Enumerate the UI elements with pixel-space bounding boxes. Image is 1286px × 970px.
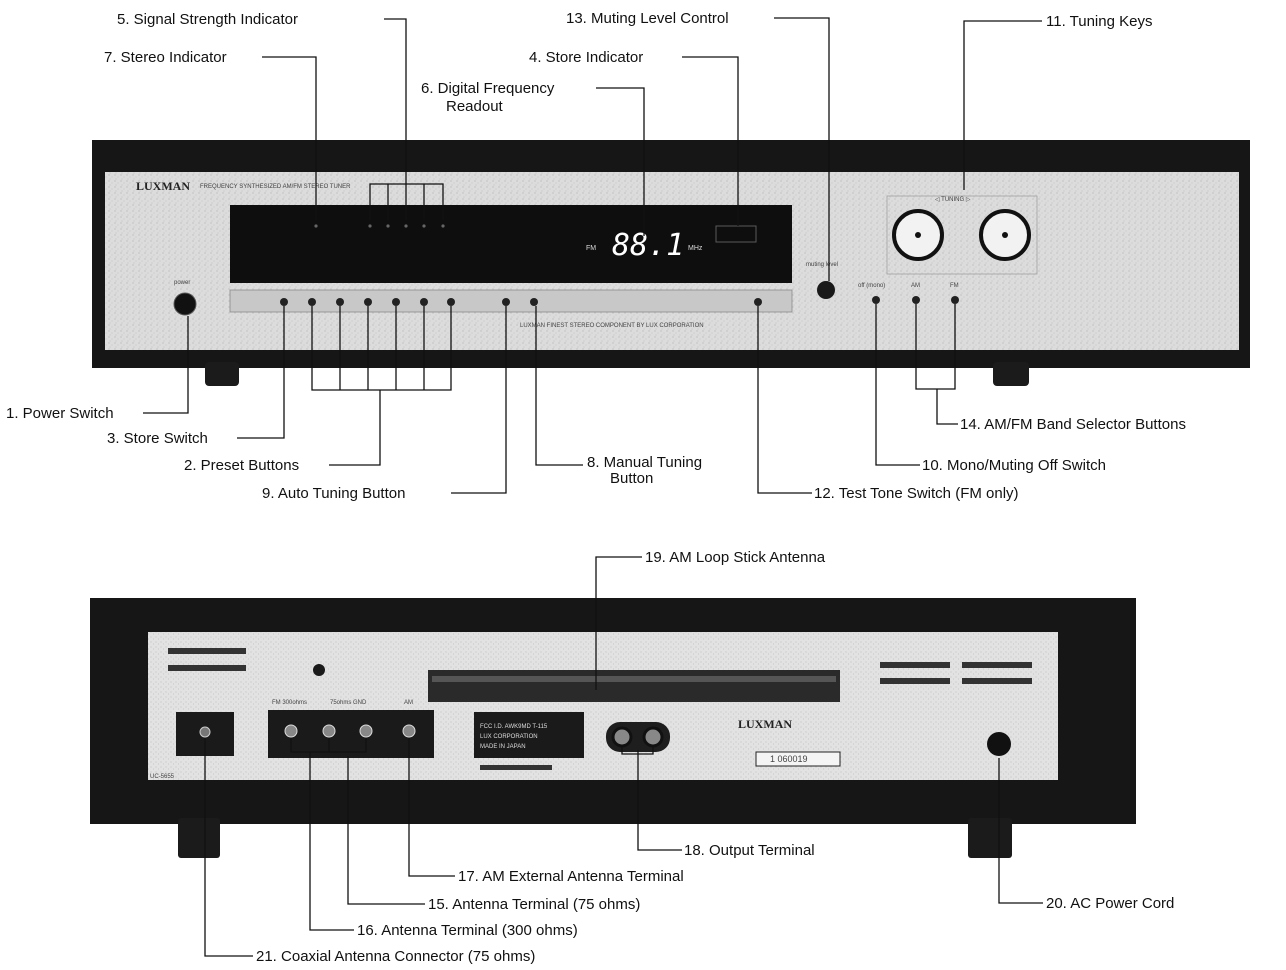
preset-button-6[interactable] bbox=[447, 298, 455, 306]
preset-button-1[interactable] bbox=[308, 298, 316, 306]
label-digital-frequency-2: Readout bbox=[446, 98, 504, 115]
output-right[interactable] bbox=[642, 726, 664, 748]
muting-level-control[interactable] bbox=[817, 281, 835, 299]
test-tone-switch[interactable] bbox=[754, 298, 762, 306]
preset-button-2[interactable] bbox=[336, 298, 344, 306]
label-muting-level: 13. Muting Level Control bbox=[566, 10, 729, 27]
power-label: power bbox=[174, 280, 190, 286]
am-loop-stick-antenna[interactable] bbox=[428, 670, 840, 702]
manual-tuning-button[interactable] bbox=[530, 298, 538, 306]
label-digital-frequency: 6. Digital Frequency bbox=[421, 80, 555, 97]
label-signal-strength: 5. Signal Strength Indicator bbox=[117, 11, 298, 28]
label-tuning-keys: 11. Tuning Keys bbox=[1046, 13, 1152, 30]
frequency-readout: 88.1 bbox=[612, 228, 684, 263]
label-auto-tuning: 9. Auto Tuning Button bbox=[262, 485, 405, 502]
fcc-label-box bbox=[474, 712, 584, 758]
ac-power-cord[interactable] bbox=[987, 732, 1011, 756]
preset-button-4[interactable] bbox=[392, 298, 400, 306]
rear-brand: LUXMAN bbox=[738, 717, 792, 731]
tuning-surround bbox=[886, 195, 1038, 275]
front-footer: LUXMAN FINEST STEREO COMPONENT BY LUX CO… bbox=[520, 323, 704, 329]
fm-label: FM bbox=[950, 283, 959, 289]
off-mono-label: off (mono) bbox=[858, 283, 885, 289]
tuning-key-up-center bbox=[1002, 232, 1008, 238]
label-mono-muting: 10. Mono/Muting Off Switch bbox=[922, 457, 1106, 474]
label-coax-connector: 21. Coaxial Antenna Connector (75 ohms) bbox=[256, 948, 535, 965]
power-switch[interactable] bbox=[173, 292, 197, 316]
front-foot-left bbox=[205, 362, 239, 386]
fm-button[interactable] bbox=[951, 296, 959, 304]
mono-muting-off-switch[interactable] bbox=[872, 296, 880, 304]
uc-label: UC-5655 bbox=[150, 774, 175, 780]
coaxial-antenna-connector[interactable] bbox=[199, 726, 211, 738]
tuning-key-down-center bbox=[915, 232, 921, 238]
label-test-tone: 12. Test Tone Switch (FM only) bbox=[814, 485, 1019, 502]
rear-foot-right bbox=[968, 818, 1012, 858]
fcc-line-2: LUX CORPORATION bbox=[480, 734, 538, 740]
fcc-line-1: FCC I.D. AWK9MD T-115 bbox=[480, 724, 548, 730]
label-manual-tuning: 8. Manual Tuning bbox=[587, 454, 702, 471]
label-power-switch: 1. Power Switch bbox=[6, 405, 114, 422]
label-preset-buttons: 2. Preset Buttons bbox=[184, 457, 299, 474]
output-left[interactable] bbox=[611, 726, 633, 748]
front-button-row bbox=[280, 298, 762, 306]
fm75-label: 75ohms GND bbox=[330, 700, 367, 706]
am-external-antenna-terminal[interactable] bbox=[402, 724, 416, 738]
fm300-label: FM 300ohms bbox=[272, 700, 307, 706]
rear-panel: UC-5655 FM 300ohms 75ohms GND AM FCC I.D… bbox=[90, 598, 1136, 858]
display-window bbox=[230, 205, 792, 283]
preset-button-3[interactable] bbox=[364, 298, 372, 306]
label-loop-antenna: 19. AM Loop Stick Antenna bbox=[645, 549, 826, 566]
freq-band: FM bbox=[586, 245, 596, 252]
label-band-selector: 14. AM/FM Band Selector Buttons bbox=[960, 416, 1186, 433]
callout-labels: 5. Signal Strength Indicator 7. Stereo I… bbox=[6, 10, 1186, 965]
store-switch[interactable] bbox=[280, 298, 288, 306]
auto-tuning-button[interactable] bbox=[502, 298, 510, 306]
preset-button-5[interactable] bbox=[420, 298, 428, 306]
label-manual-tuning-2: Button bbox=[610, 470, 653, 487]
label-store-indicator: 4. Store Indicator bbox=[529, 49, 643, 66]
label-stereo-indicator: 7. Stereo Indicator bbox=[104, 49, 227, 66]
label-antenna-300: 16. Antenna Terminal (300 ohms) bbox=[357, 922, 578, 939]
am-button[interactable] bbox=[912, 296, 920, 304]
front-foot-right bbox=[993, 362, 1029, 386]
front-brand: LUXMAN bbox=[136, 179, 190, 193]
leader-lines bbox=[143, 17, 1043, 957]
label-store-switch: 3. Store Switch bbox=[107, 430, 208, 447]
freq-unit: MHz bbox=[688, 245, 703, 252]
am-label: AM bbox=[911, 283, 920, 289]
antenna-highlight bbox=[432, 676, 836, 682]
front-panel: LUXMAN FREQUENCY SYNTHESIZED AM/FM STERE… bbox=[92, 140, 1250, 386]
am-terminal-label: AM bbox=[404, 700, 413, 706]
label-am-external: 17. AM External Antenna Terminal bbox=[458, 868, 684, 885]
muting-label: muting level bbox=[806, 262, 838, 268]
label-output-terminal: 18. Output Terminal bbox=[684, 842, 815, 859]
rear-foot-left bbox=[178, 818, 220, 858]
tuning-label: ◁ TUNING ▷ bbox=[935, 197, 971, 203]
label-antenna-75: 15. Antenna Terminal (75 ohms) bbox=[428, 896, 640, 913]
rear-screw-hole bbox=[313, 664, 325, 676]
terminal-300-a[interactable] bbox=[284, 724, 298, 738]
terminal-300-b[interactable] bbox=[322, 724, 336, 738]
fcc-line-3: MADE IN JAPAN bbox=[480, 744, 526, 750]
rear-vents bbox=[168, 648, 1032, 770]
signal-indicators bbox=[314, 224, 445, 228]
button-rail bbox=[229, 289, 793, 313]
serial-box bbox=[755, 751, 841, 767]
front-model-text: FREQUENCY SYNTHESIZED AM/FM STEREO TUNER bbox=[200, 184, 351, 190]
serial-number: 1 060019 bbox=[770, 754, 808, 764]
terminal-75[interactable] bbox=[359, 724, 373, 738]
label-ac-power-cord: 20. AC Power Cord bbox=[1046, 895, 1174, 912]
store-indicator-window bbox=[715, 225, 757, 243]
